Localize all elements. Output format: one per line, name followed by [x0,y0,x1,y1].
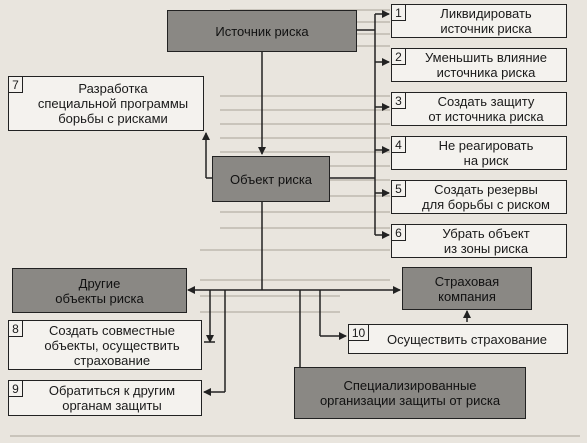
option-number: 1 [392,5,406,21]
specialized-organizations-node: Специализированные организации защиты от… [294,367,526,419]
option-label: Не реагировать на риск [438,138,534,168]
option-number: 8 [9,321,23,337]
other-risk-objects-label: Другие объекты риска [55,275,144,306]
option-number: 6 [392,225,406,241]
specialized-organizations-label: Специализированные организации защиты от… [319,378,501,408]
option-number: 9 [9,381,23,397]
option-10: 10 Осуществить страхование [348,324,568,354]
option-number: 2 [392,49,406,65]
option-4: 4 Не реагировать на риск [391,136,567,170]
risk-source-label: Источник риска [215,23,309,39]
option-2: 2 Уменьшить влияние источника риска [391,48,567,82]
option-label: Создать резервы для борьбы с риском [421,182,550,212]
option-5: 5 Создать резервы для борьбы с риском [391,180,567,214]
option-label: Создать совместные объекты, осуществить … [44,322,180,368]
other-risk-objects-node: Другие объекты риска [12,268,187,313]
option-label: Обратиться к другим органам защиты [48,383,176,413]
option-number: 4 [392,137,406,153]
option-label: Убрать объект из зоны риска [442,226,530,256]
option-label: Создать защиту от источника риска [428,94,544,124]
option-number: 7 [9,77,23,93]
option-7: 7 Разработка специальной программы борьб… [8,76,204,131]
insurance-company-label: Страховая компания [434,273,500,304]
option-1: 1 Ликвидировать источник риска [391,4,567,38]
option-number: 3 [392,93,406,109]
option-3: 3 Создать защиту от источника риска [391,92,567,126]
option-number: 5 [392,181,406,197]
option-label: Ликвидировать источник риска [440,6,532,36]
option-label: Разработка специальной программы борьбы … [37,81,189,126]
option-6: 6 Убрать объект из зоны риска [391,224,567,258]
option-9: 9 Обратиться к другим органам защиты [8,380,202,416]
option-number: 10 [349,325,369,341]
option-label: Осуществить страхование [386,331,547,347]
option-8: 8 Создать совместные объекты, осуществит… [8,320,202,370]
risk-object-node: Объект риска [212,156,330,202]
insurance-company-node: Страховая компания [402,267,532,310]
risk-object-label: Объект риска [229,171,313,187]
option-label: Уменьшить влияние источника риска [425,50,547,80]
risk-source-node: Источник риска [167,10,357,52]
